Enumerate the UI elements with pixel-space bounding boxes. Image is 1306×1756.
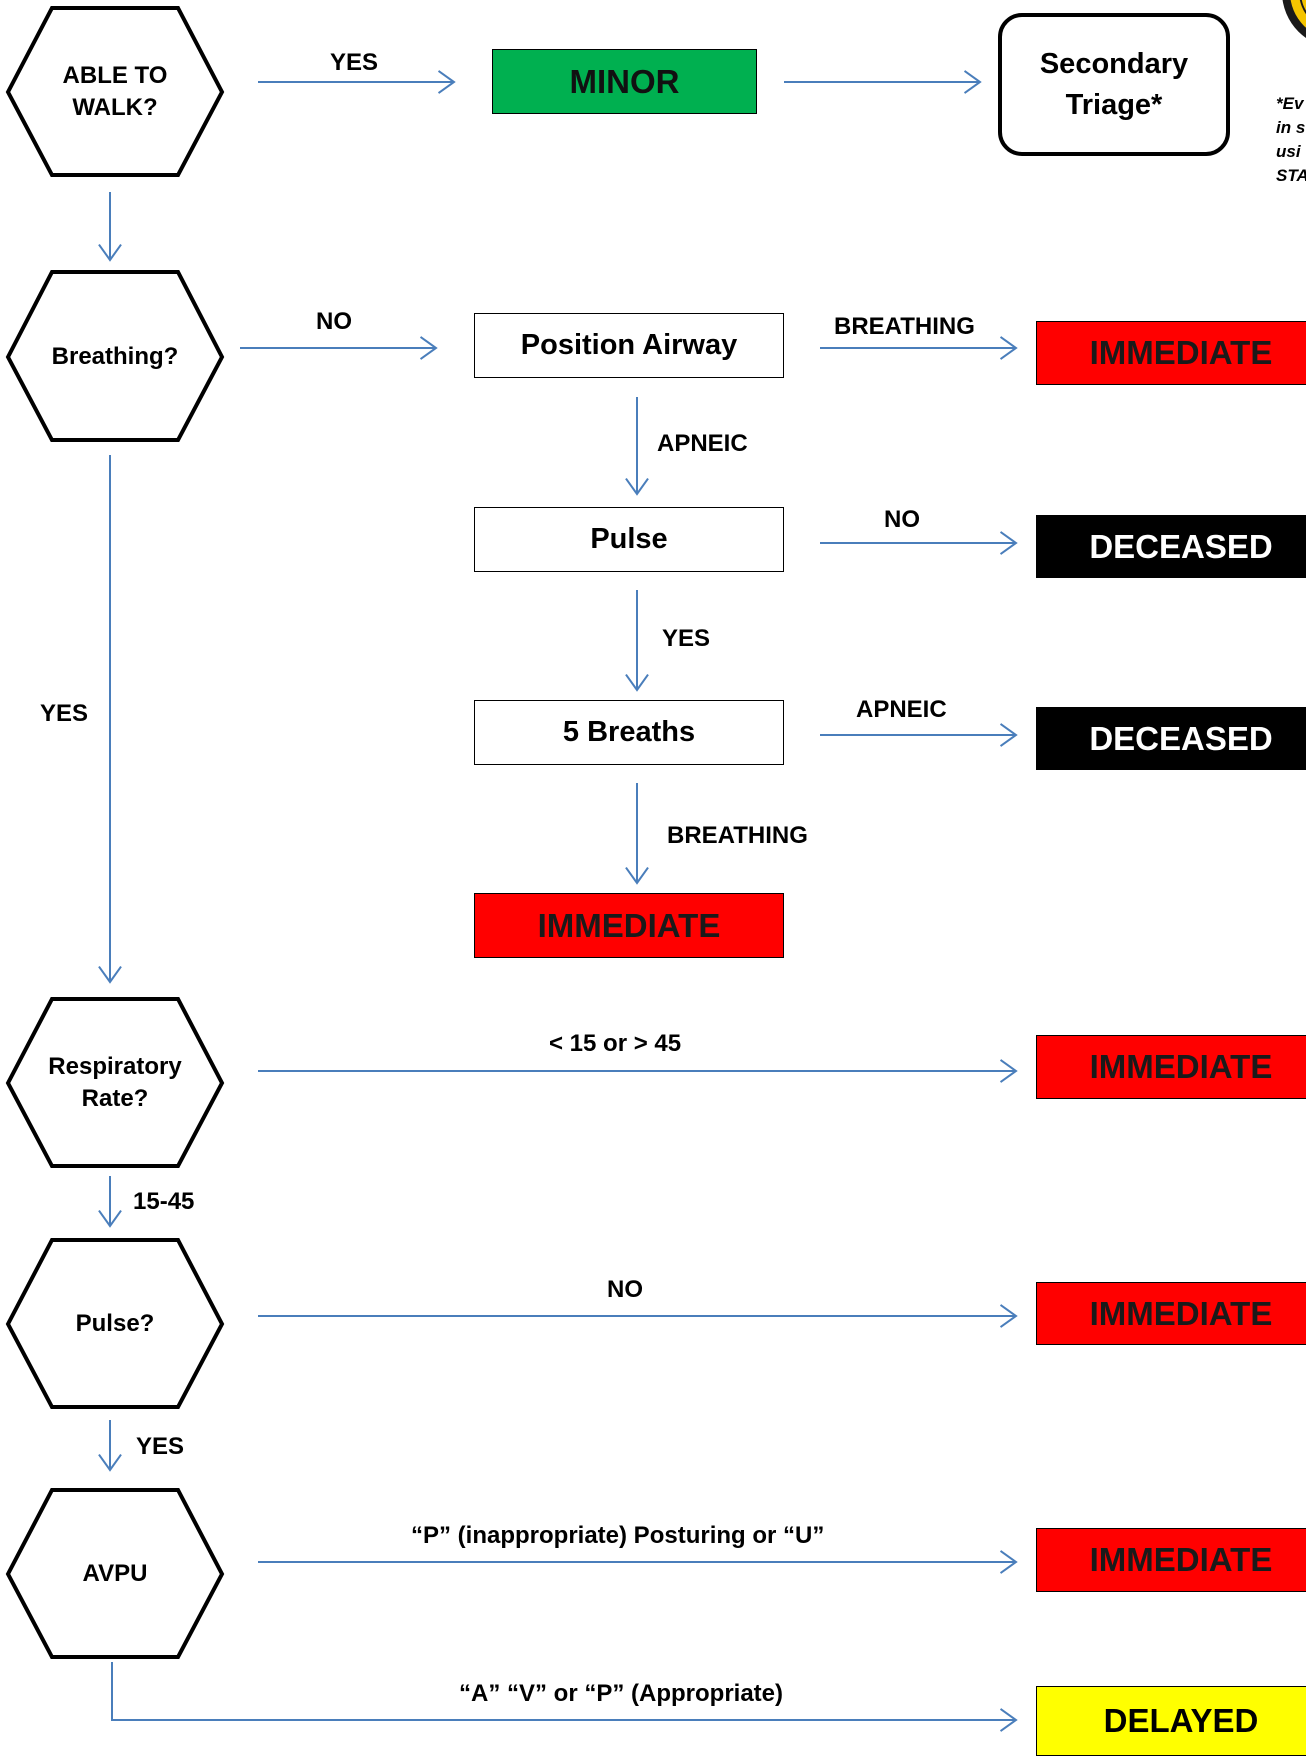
connectors — [98, 70, 1018, 1732]
arrowhead-radial-pulse-no — [999, 1304, 1018, 1328]
category-immediate-avpu: IMMEDIATE — [1036, 1528, 1306, 1592]
edge-label-breaths-apneic: APNEIC — [856, 696, 947, 723]
arrowhead-minor-to-secondary — [963, 70, 982, 94]
arrowhead-airway-breathing — [999, 336, 1018, 360]
edge-label-breathing-yes: YES — [40, 700, 89, 727]
footnote-text: *Ev in s usi STA — [1276, 94, 1306, 185]
decision-able-to-walk: ABLE TO WALK? — [62, 61, 168, 121]
category-immediate-resp-rate: IMMEDIATE — [1036, 1035, 1306, 1099]
decision-able-to-walk-shape — [5, 6, 225, 177]
edge-label-pulse-no: NO — [884, 506, 920, 533]
decision-avpu: AVPU — [82, 1559, 148, 1587]
category-minor: MINOR — [492, 49, 757, 114]
category-deceased-breaths: DECEASED — [1036, 707, 1306, 770]
arrowhead-pulse-no — [999, 531, 1018, 555]
arrowhead-avpu-immediate — [999, 1550, 1018, 1574]
arrowhead-airway-apneic — [625, 477, 649, 496]
edge-label-breathing-no: NO — [316, 308, 352, 335]
step-position-airway: Position Airway — [474, 313, 784, 378]
arrowhead-resp-in-range — [98, 1209, 122, 1228]
arrowhead-breathing-yes — [98, 965, 122, 984]
edge-label-walk-yes: YES — [330, 49, 379, 76]
edge-label-resp-out-of-range: < 15 or > 45 — [549, 1030, 682, 1057]
logo-badge — [1282, 0, 1306, 38]
arrowhead-breathing-no — [419, 336, 438, 360]
edge-label-radial-pulse-yes: YES — [136, 1433, 185, 1460]
arrowhead-avpu-delayed — [999, 1708, 1018, 1732]
arrowhead-pulse-yes — [625, 673, 649, 692]
arrowhead-walk-yes — [437, 70, 456, 94]
decision-pulse: Pulse? — [75, 1309, 155, 1337]
step-five-breaths: 5 Breaths — [474, 700, 784, 765]
edge-label-pulse-yes: YES — [662, 625, 711, 652]
edge-label-breaths-breathing: BREATHING — [667, 822, 808, 849]
arrowhead-walk-to-breathing — [98, 243, 122, 262]
edge-label-avpu-immediate: “P” (inappropriate) Posturing or “U” — [411, 1522, 825, 1549]
step-pulse: Pulse — [474, 507, 784, 572]
edge-label-resp-in-range: 15-45 — [133, 1188, 195, 1215]
decision-respiratory-rate: Respiratory Rate? — [48, 1052, 182, 1112]
step-secondary-triage: Secondary Triage* — [998, 13, 1230, 156]
arrowhead-breaths-apneic — [999, 723, 1018, 747]
edge-label-airway-apneic: APNEIC — [657, 430, 748, 457]
edge-label-avpu-delayed: “A” “V” or “P” (Appropriate) — [459, 1680, 784, 1707]
category-immediate-breaths: IMMEDIATE — [474, 893, 784, 958]
decision-respiratory-rate-shape — [5, 997, 225, 1168]
decision-breathing-shape — [5, 270, 225, 442]
edge-label-radial-pulse-no: NO — [607, 1276, 643, 1303]
category-deceased-pulse: DECEASED — [1036, 515, 1306, 578]
decision-breathing: Breathing? — [51, 342, 179, 370]
category-immediate-airway: IMMEDIATE — [1036, 321, 1306, 385]
connector-avpu-delayed — [111, 1662, 1016, 1721]
arrowhead-resp-out-of-range — [999, 1059, 1018, 1083]
arrowhead-radial-pulse-yes — [98, 1453, 122, 1472]
decision-pulse-shape — [5, 1238, 225, 1409]
category-immediate-pulse: IMMEDIATE — [1036, 1282, 1306, 1345]
edge-label-airway-breathing: BREATHING — [834, 313, 975, 340]
decision-avpu-shape — [5, 1488, 225, 1659]
category-delayed: DELAYED — [1036, 1686, 1306, 1756]
arrowhead-breaths-breathing — [625, 866, 649, 885]
